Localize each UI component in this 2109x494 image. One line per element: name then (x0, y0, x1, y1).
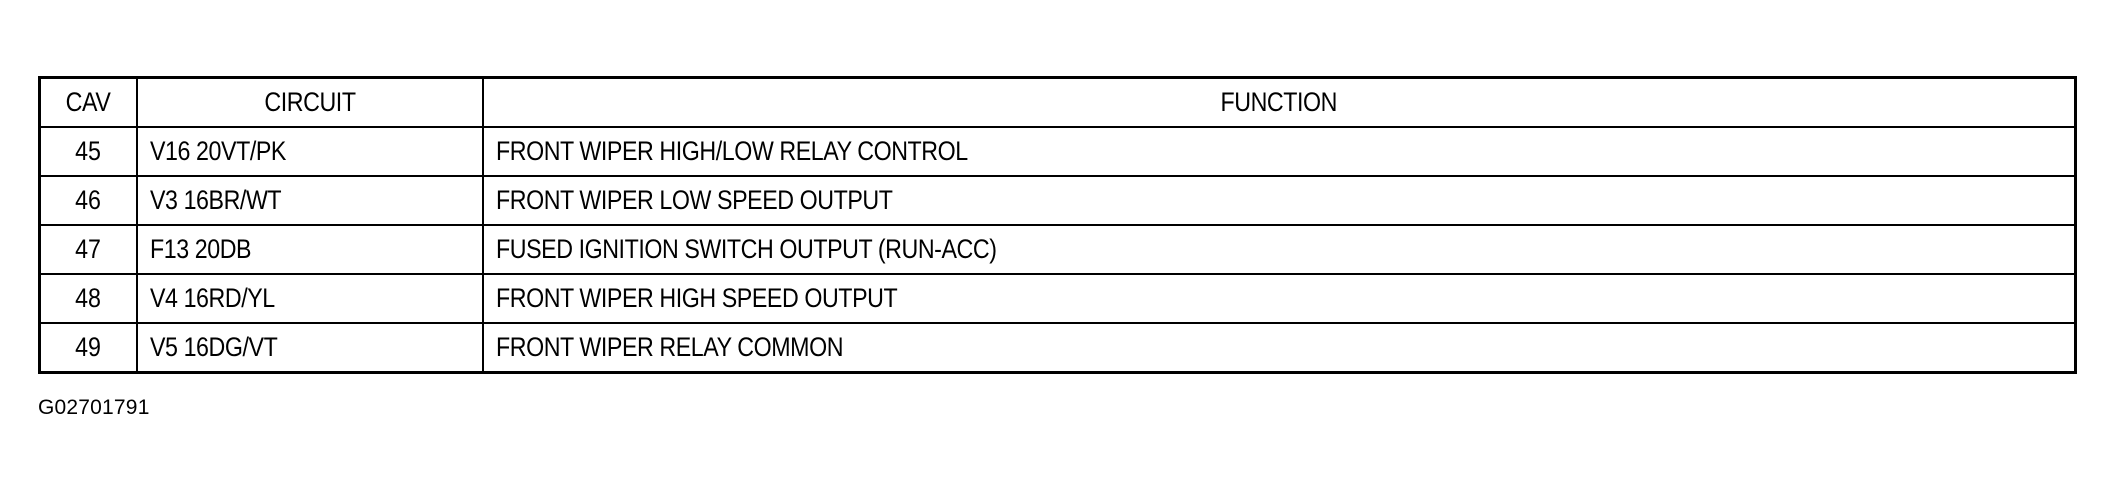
table-row: 45 V16 20VT/PK FRONT WIPER HIGH/LOW RELA… (38, 126, 2077, 177)
function-cell: FRONT WIPER LOW SPEED OUTPUT (481, 175, 2077, 226)
figure-id: G02701791 (38, 396, 150, 419)
circuit-cell: V16 20VT/PK (135, 126, 484, 177)
function-cell: FRONT WIPER HIGH/LOW RELAY CONTROL (481, 126, 2077, 177)
cav-cell: 48 (38, 273, 138, 324)
circuit-cell: V4 16RD/YL (135, 273, 484, 324)
circuit-cell: F13 20DB (135, 224, 484, 275)
table-row: 49 V5 16DG/VT FRONT WIPER RELAY COMMON (38, 322, 2077, 374)
circuit-cell: V5 16DG/VT (135, 322, 484, 374)
cav-cell: 47 (38, 224, 138, 275)
function-cell: FUSED IGNITION SWITCH OUTPUT (RUN-ACC) (481, 224, 2077, 275)
circuit-cell: V3 16BR/WT (135, 175, 484, 226)
connector-pinout-table: CAV CIRCUIT FUNCTION 45 V16 20VT/PK FRON… (38, 76, 2077, 374)
header-circuit: CIRCUIT (135, 76, 484, 128)
table-row: 46 V3 16BR/WT FRONT WIPER LOW SPEED OUTP… (38, 175, 2077, 226)
cav-cell: 46 (38, 175, 138, 226)
connector-pinout-table-wrapper: CAV CIRCUIT FUNCTION 45 V16 20VT/PK FRON… (38, 76, 2077, 374)
function-cell: FRONT WIPER RELAY COMMON (481, 322, 2077, 374)
cav-cell: 45 (38, 126, 138, 177)
header-cav: CAV (38, 76, 138, 128)
table-row: 48 V4 16RD/YL FRONT WIPER HIGH SPEED OUT… (38, 273, 2077, 324)
cav-cell: 49 (38, 322, 138, 374)
table-header-row: CAV CIRCUIT FUNCTION (38, 76, 2077, 128)
function-cell: FRONT WIPER HIGH SPEED OUTPUT (481, 273, 2077, 324)
header-function: FUNCTION (481, 76, 2077, 128)
table-row: 47 F13 20DB FUSED IGNITION SWITCH OUTPUT… (38, 224, 2077, 275)
